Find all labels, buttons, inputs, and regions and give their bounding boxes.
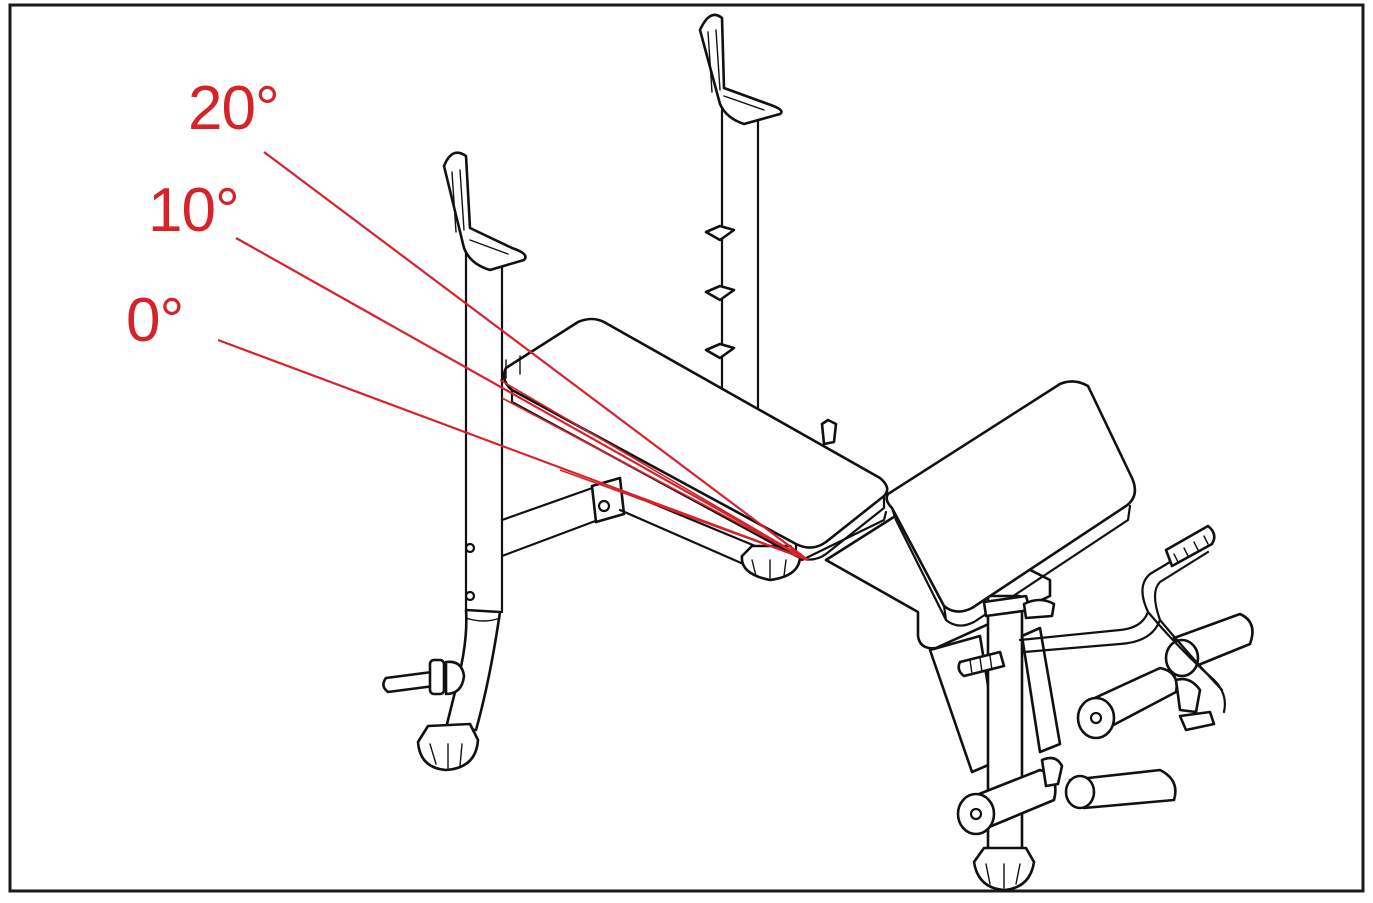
angle-label-0: 0°	[126, 286, 184, 355]
seat-pad	[824, 380, 1137, 650]
angle-label-10: 10°	[148, 176, 240, 245]
angle-line-10	[235, 237, 809, 561]
rear-upright	[698, 13, 783, 422]
diagram-frame	[8, 3, 1365, 893]
bench-frame	[500, 418, 838, 582]
angle-line-20	[263, 151, 809, 561]
front-upright	[382, 151, 527, 772]
angle-lines	[217, 151, 809, 562]
angle-line-0	[217, 338, 809, 562]
leg-developer	[928, 524, 1254, 892]
angle-label-20: 20°	[188, 74, 280, 143]
